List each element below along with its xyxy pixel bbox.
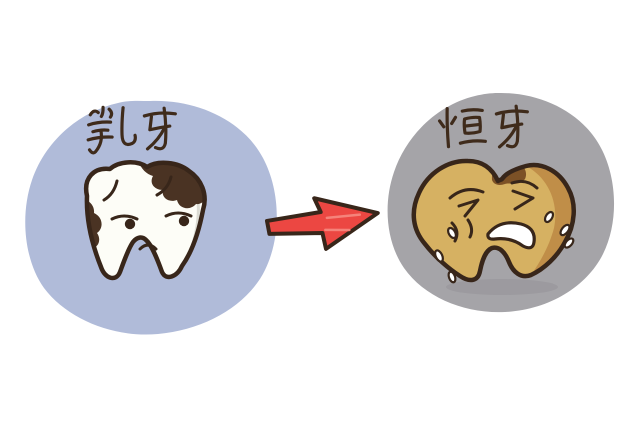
- perm-mouth: [486, 221, 536, 250]
- baby-tooth-label-text: 乳牙: [93, 103, 175, 152]
- perm-left-tear-streak-2: [466, 218, 474, 239]
- tears: [434, 210, 575, 284]
- tear-drop: [447, 270, 457, 284]
- baby-mouth: [138, 243, 158, 251]
- permanent-tooth-label-text: 恒牙: [447, 99, 529, 148]
- baby-left-pupil: [124, 218, 136, 230]
- baby-right-pupil: [178, 215, 190, 227]
- baby-tooth: [83, 160, 207, 281]
- arrow-right-icon: [264, 196, 380, 251]
- baby-tooth-label: 乳牙: [86, 103, 179, 155]
- baby-right-eyebrow: [155, 175, 173, 197]
- baby-tooth-face: [102, 175, 193, 251]
- baby-left-eyelid: [110, 214, 139, 221]
- tear-drop: [434, 249, 444, 263]
- tear-drop: [543, 210, 555, 224]
- baby-left-eyebrow: [102, 179, 119, 202]
- permanent-tooth-face: [448, 179, 539, 250]
- perm-right-eyebrow: [510, 179, 539, 190]
- perm-left-tear-streak-1: [450, 221, 459, 243]
- permanent-tooth-body: [413, 160, 574, 281]
- permanent-tooth-label: 恒牙: [437, 99, 531, 149]
- permanent-tooth-label-strokes: [437, 104, 531, 149]
- perm-right-eye-squint: [511, 189, 535, 211]
- tear-drop: [563, 237, 575, 249]
- permanent-tooth-panel: 恒牙: [387, 92, 615, 313]
- permanent-tooth-shadow: [446, 279, 558, 295]
- baby-right-eyelid: [164, 211, 193, 218]
- arrow-shape: [264, 196, 380, 251]
- perm-left-eye-squint: [457, 198, 480, 218]
- arrow-highlight-strokes: [324, 213, 362, 232]
- permanent-tooth-outline: [411, 158, 576, 283]
- permanent-tooth: [411, 158, 576, 284]
- baby-tooth-label-strokes: [86, 105, 179, 155]
- tear-drop: [446, 226, 458, 240]
- perm-left-eyebrow: [448, 188, 485, 200]
- baby-tooth-panel: 乳牙: [25, 100, 277, 335]
- baby-tooth-outline: [83, 160, 207, 281]
- permanent-tooth-shading: [526, 165, 574, 275]
- tear-drop: [559, 223, 571, 237]
